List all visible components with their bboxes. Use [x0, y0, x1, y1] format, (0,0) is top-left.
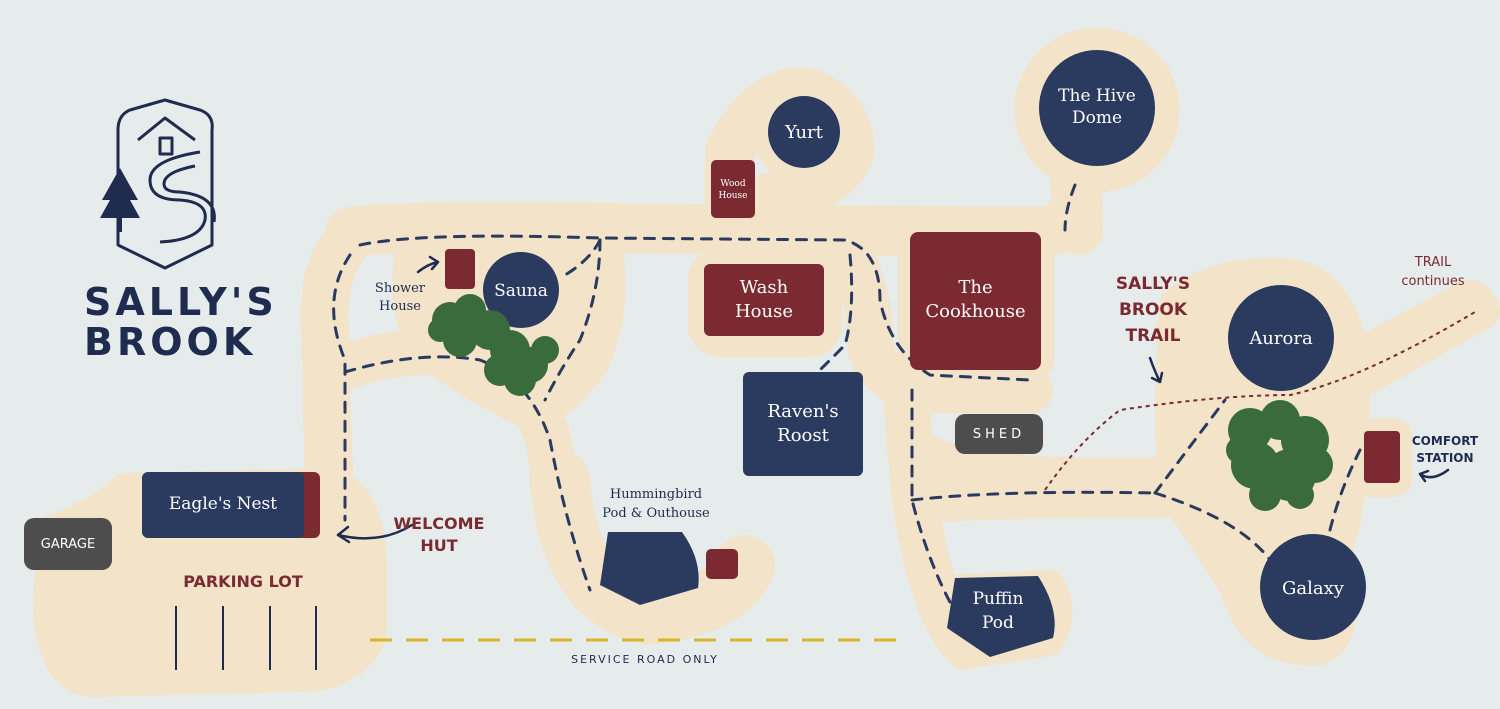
- puffin-pod-shape: [947, 576, 1055, 657]
- bush-icon: [1226, 400, 1333, 511]
- hive-dome-label: The Hive Dome: [1058, 86, 1136, 128]
- cookhouse-rect: [910, 232, 1041, 370]
- shed-rect: [955, 414, 1043, 454]
- galaxy-label: Galaxy: [1282, 577, 1344, 599]
- comfort-station-label: COMFORT STATION: [1411, 434, 1479, 465]
- parking-lot-label: PARKING LOT: [183, 571, 303, 591]
- welcome-hut-label: WELCOME HUT: [393, 514, 485, 555]
- tree-icon: [100, 168, 140, 232]
- comfort-station-rect: [1364, 431, 1400, 483]
- puffin-pod-label: Puffin Pod: [972, 589, 1024, 633]
- garage-rect: [24, 518, 112, 570]
- building-shapes: [24, 50, 1400, 657]
- wood-house-rect: [711, 160, 755, 218]
- yurt-circle: [768, 96, 840, 168]
- arrow-icon: [336, 255, 1450, 544]
- ravens-roost-rect: [743, 372, 863, 476]
- ravens-roost-label: Raven's Roost: [767, 401, 839, 446]
- parking-stalls: [175, 606, 317, 670]
- wash-house-rect: [704, 264, 824, 336]
- bush-icon: [428, 294, 559, 396]
- service-road-label: SERVICE ROAD ONLY: [571, 652, 719, 666]
- shower-house-label: Shower House: [374, 281, 426, 314]
- brook-trail-label: SALLY'S BROOK TRAIL: [1115, 274, 1191, 346]
- shower-house-rect: [445, 249, 475, 289]
- cookhouse-label: The Cookhouse: [925, 277, 1026, 322]
- sauna-label: Sauna: [494, 281, 548, 301]
- eagles-nest-label: Eagle's Nest: [168, 494, 278, 514]
- hive-dome-circle: [1039, 50, 1155, 166]
- outhouse-rect: [706, 549, 738, 579]
- hummingbird-label: Hummingbird Pod & Outhouse: [602, 487, 710, 521]
- brand-name: SALLY'S BROOK: [84, 280, 278, 364]
- aurora-label: Aurora: [1249, 327, 1313, 349]
- logo-emblem-icon: [116, 98, 216, 270]
- wash-house-label: Wash House: [734, 277, 794, 322]
- yurt-label: Yurt: [785, 121, 823, 143]
- brook-trail-line: [1044, 311, 1476, 491]
- galaxy-circle: [1260, 534, 1366, 640]
- trail-continues-label: TRAIL continues: [1401, 255, 1465, 289]
- wood-house-label: Wood House: [718, 179, 748, 201]
- aurora-circle: [1228, 285, 1334, 391]
- shed-label: SHED: [972, 426, 1026, 442]
- hummingbird-pod-shape: [600, 532, 699, 605]
- garage-label: GARAGE: [40, 536, 96, 552]
- sauna-circle: [483, 252, 559, 328]
- eagles-nest-rect: [142, 472, 304, 538]
